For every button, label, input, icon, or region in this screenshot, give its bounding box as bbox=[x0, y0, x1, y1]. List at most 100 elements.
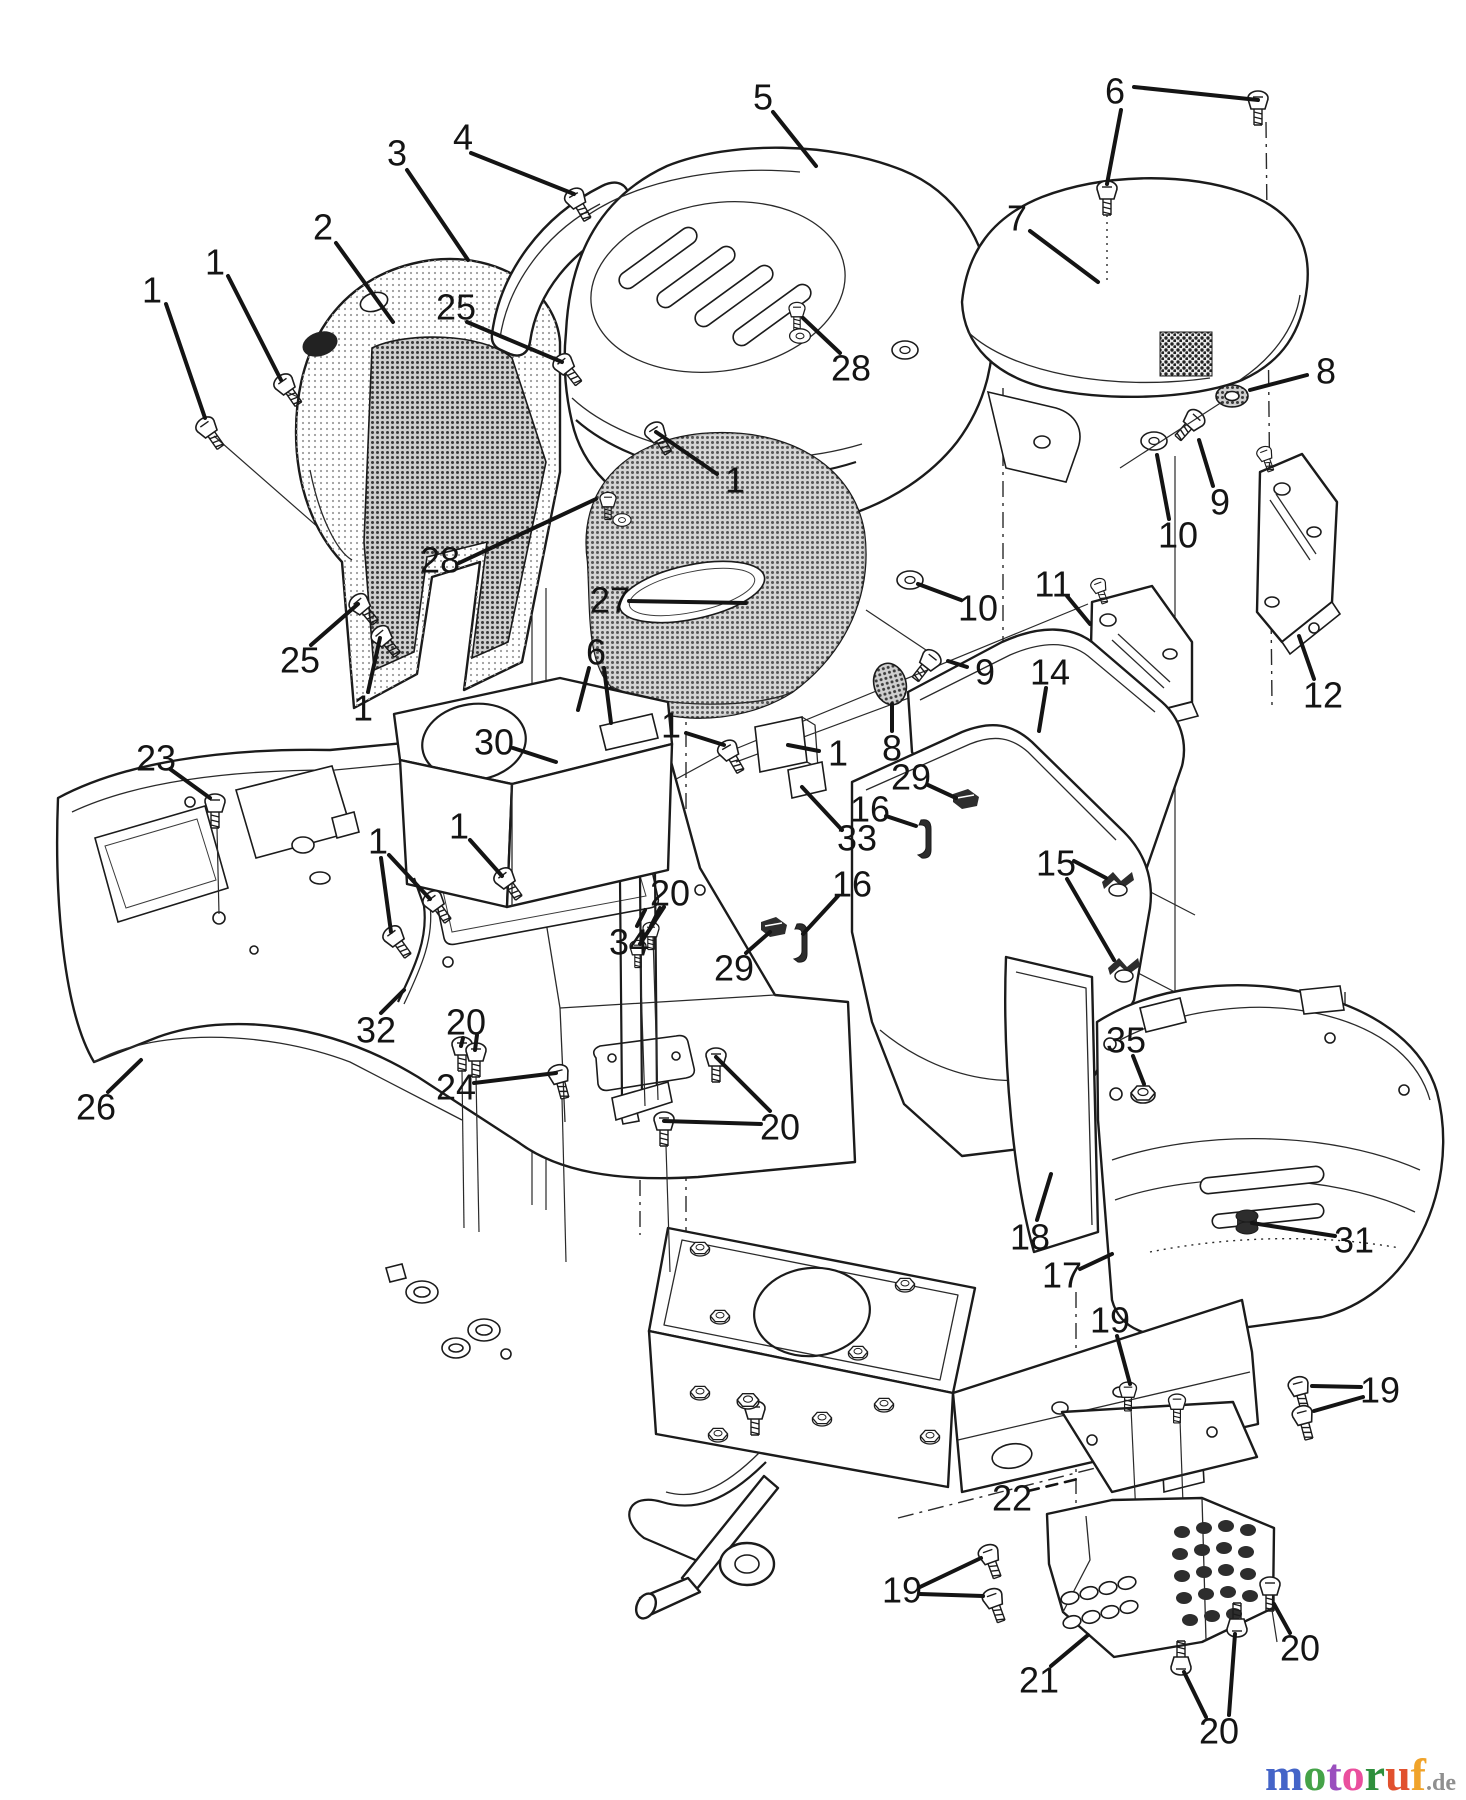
callout-label-19: 19 bbox=[882, 1570, 922, 1611]
callout-leader bbox=[459, 1036, 465, 1048]
callout-label-29: 29 bbox=[714, 948, 754, 989]
callout-leader bbox=[469, 151, 576, 196]
bumper-part bbox=[1095, 984, 1445, 1338]
callout-leader bbox=[1065, 877, 1116, 962]
callout-leader bbox=[1250, 1221, 1337, 1238]
callout-leader bbox=[168, 767, 212, 800]
callout-leader bbox=[1310, 1384, 1363, 1389]
callout-label-25: 25 bbox=[280, 640, 320, 681]
callout-leader bbox=[801, 894, 840, 936]
callout-label-15: 15 bbox=[1036, 843, 1076, 884]
callout-label-5: 5 bbox=[753, 77, 773, 118]
steering-shaft-part bbox=[628, 1451, 780, 1620]
nut-35 bbox=[1130, 1085, 1156, 1104]
callout-leader bbox=[1272, 1602, 1292, 1635]
watermark-logo: motoruf.de bbox=[1265, 1752, 1456, 1798]
hood-part bbox=[563, 146, 1081, 584]
callout-label-10: 10 bbox=[958, 588, 998, 629]
callout-leader bbox=[627, 599, 748, 605]
screw bbox=[1247, 90, 1269, 126]
console-part bbox=[294, 257, 562, 710]
callout-leader bbox=[916, 582, 963, 602]
callout-label-8: 8 bbox=[882, 728, 902, 769]
callout-label-26: 26 bbox=[76, 1087, 116, 1128]
callout-leader bbox=[1182, 1670, 1208, 1719]
callout-leader bbox=[800, 785, 844, 832]
callout-leader bbox=[638, 905, 666, 946]
callout-leader bbox=[1072, 859, 1108, 880]
callout-leader bbox=[1035, 1172, 1053, 1222]
grille-housing-part bbox=[960, 90, 1309, 398]
bushing-hardware bbox=[865, 384, 1249, 706]
callout-label-1: 1 bbox=[725, 460, 745, 501]
callout-leader bbox=[511, 746, 558, 764]
callout-label-23: 23 bbox=[136, 738, 176, 779]
callout-label-17: 17 bbox=[1042, 1255, 1082, 1296]
callout-label-6: 6 bbox=[1105, 71, 1125, 112]
callout-label-21: 21 bbox=[1019, 1660, 1059, 1701]
callout-leader bbox=[1037, 686, 1048, 733]
callout-leader bbox=[1197, 438, 1215, 488]
bracket-plate-22 bbox=[1060, 1381, 1259, 1533]
callout-label-1: 1 bbox=[661, 705, 681, 746]
callout-leader bbox=[714, 1055, 772, 1113]
callout-leader bbox=[654, 430, 719, 476]
callout-label-27: 27 bbox=[590, 580, 630, 621]
tank-support-part bbox=[392, 676, 827, 1122]
watermark-letter: t bbox=[1326, 1749, 1342, 1800]
callout-leader bbox=[1312, 1395, 1365, 1413]
callout-label-20: 20 bbox=[1280, 1628, 1320, 1669]
fasteners bbox=[191, 184, 1320, 1676]
callout-label-33: 33 bbox=[837, 818, 877, 859]
callout-leader bbox=[1132, 85, 1260, 102]
callout-label-1: 1 bbox=[368, 821, 388, 862]
callout-label-1: 1 bbox=[449, 806, 469, 847]
callout-label-11: 11 bbox=[1034, 564, 1071, 605]
callout-leader bbox=[1248, 373, 1309, 392]
callout-label-1: 1 bbox=[205, 242, 225, 283]
callout-label-6: 6 bbox=[586, 632, 606, 673]
callout-leader bbox=[1155, 453, 1171, 521]
callout-label-20: 20 bbox=[446, 1002, 486, 1043]
watermark-letter: m bbox=[1265, 1749, 1304, 1800]
callout-leader bbox=[662, 1119, 763, 1126]
callout-leader bbox=[164, 302, 207, 420]
callout-leader bbox=[576, 666, 591, 712]
callout-leader bbox=[366, 636, 382, 694]
callout-leader bbox=[472, 1071, 558, 1085]
callout-label-35: 35 bbox=[1106, 1020, 1146, 1061]
callout-leader bbox=[602, 666, 613, 725]
callout-leader bbox=[1026, 1476, 1084, 1493]
air-screen-part bbox=[585, 431, 867, 719]
callout-label-19: 19 bbox=[1090, 1300, 1130, 1341]
callout-leader bbox=[786, 743, 821, 753]
callout-leader bbox=[387, 853, 432, 901]
callout-leader bbox=[1065, 594, 1092, 626]
callout-leader bbox=[1078, 1252, 1114, 1271]
callout-label-25: 25 bbox=[436, 287, 476, 328]
callout-label-18: 18 bbox=[1010, 1217, 1050, 1258]
callout-leader bbox=[106, 1058, 143, 1094]
callout-label-9: 9 bbox=[1210, 482, 1230, 523]
callout-label-10: 10 bbox=[1158, 515, 1198, 556]
callout-leader bbox=[801, 316, 842, 355]
callout-label-20: 20 bbox=[650, 873, 690, 914]
watermark-letter: o bbox=[1303, 1749, 1327, 1800]
callout-leader bbox=[379, 856, 393, 934]
watermark-letter: r bbox=[1364, 1749, 1386, 1800]
callout-leader bbox=[1049, 1633, 1090, 1668]
callout-label-32: 32 bbox=[356, 1010, 396, 1051]
watermark-letter: f bbox=[1410, 1749, 1426, 1800]
callout-leader bbox=[1131, 1054, 1146, 1086]
gearbox-part bbox=[647, 1226, 977, 1489]
callout-leader bbox=[473, 1033, 479, 1052]
callout-label-30: 30 bbox=[474, 722, 514, 763]
callout-label-31: 31 bbox=[1334, 1220, 1374, 1261]
callout-leader bbox=[918, 1592, 985, 1598]
watermark-letter: o bbox=[1341, 1749, 1365, 1800]
callout-leader bbox=[635, 908, 647, 928]
callout-label-16: 16 bbox=[850, 789, 890, 830]
callout-leader bbox=[457, 497, 598, 565]
